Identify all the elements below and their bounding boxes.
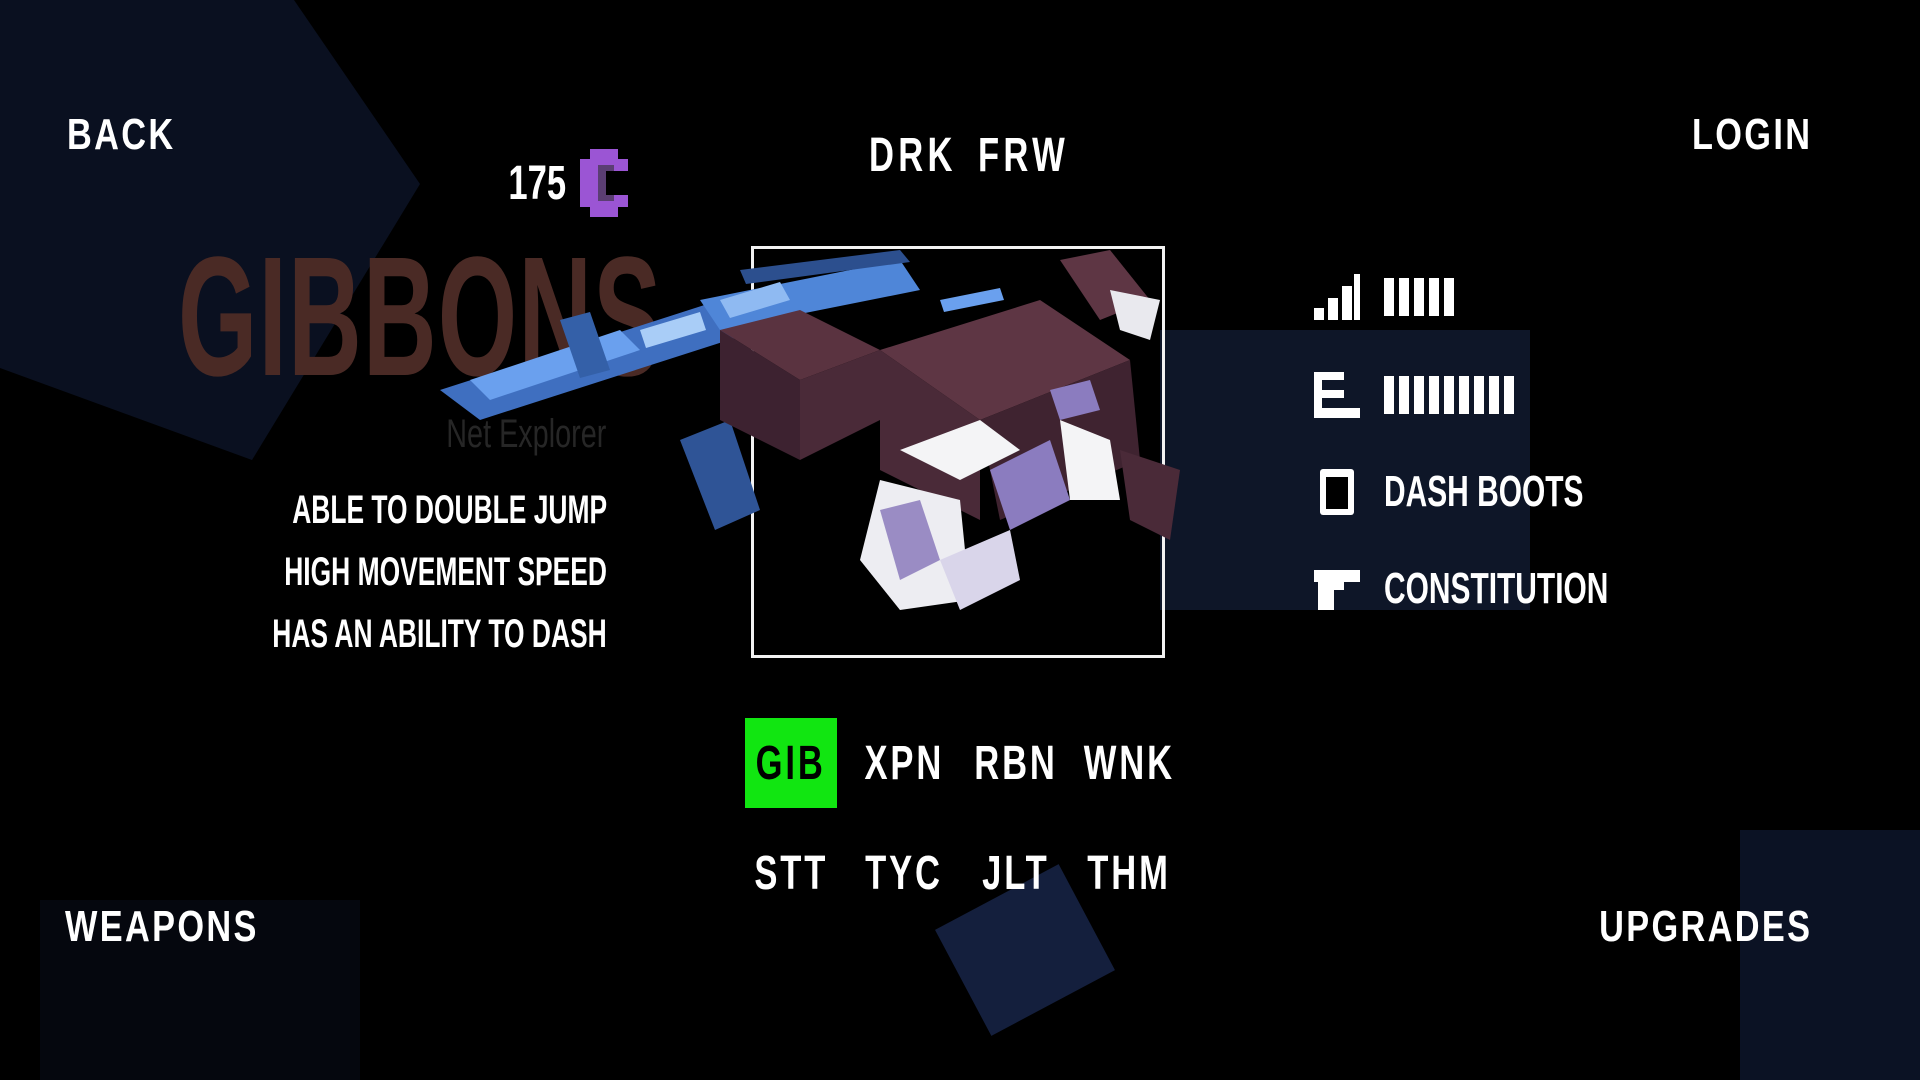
rifle-model <box>440 250 1004 530</box>
character-select-label: RBN <box>974 736 1058 790</box>
stat-level-bars <box>1384 278 1454 316</box>
character-trait: ABLE TO DOUBLE JUMP <box>292 488 607 532</box>
stat-bar-segment <box>1429 376 1439 414</box>
stat-bar-segment <box>1489 376 1499 414</box>
pistol-icon <box>1314 570 1360 610</box>
stat-capacity-row <box>1312 370 1514 420</box>
filter-tab-frw[interactable]: FRW <box>978 129 1070 182</box>
coin-icon <box>580 149 629 217</box>
character-select-tyc[interactable]: TYC <box>858 828 950 918</box>
weapons-button[interactable]: WEAPONS <box>65 902 259 951</box>
stack-icon <box>1314 372 1360 418</box>
character-select-label: GIB <box>755 736 827 790</box>
upgrades-button[interactable]: UPGRADES <box>1598 902 1812 951</box>
stat-level-row <box>1312 272 1454 322</box>
stat-bar-segment <box>1384 376 1394 414</box>
stat-bar-segment <box>1504 376 1514 414</box>
character-select-xpn[interactable]: XPN <box>858 718 950 808</box>
monkey-model <box>720 250 1180 610</box>
stat-bar-segment <box>1414 278 1424 316</box>
character-select-jlt[interactable]: JLT <box>970 828 1062 918</box>
character-trait: HIGH MOVEMENT SPEED <box>284 550 607 594</box>
stat-bar-segment <box>1459 376 1469 414</box>
filter-tab-drk[interactable]: DRK <box>869 129 957 182</box>
signal-bars-icon <box>1314 274 1360 320</box>
character-select-label: JLT <box>982 846 1050 900</box>
stat-bar-segment <box>1444 278 1454 316</box>
character-select-rbn[interactable]: RBN <box>970 718 1062 808</box>
back-button[interactable]: BACK <box>67 110 176 159</box>
character-select-thm[interactable]: THM <box>1083 828 1175 918</box>
character-trait: HAS AN ABILITY TO DASH <box>272 612 607 656</box>
character-select-label: TYC <box>865 846 943 900</box>
character-select-stt[interactable]: STT <box>745 828 837 918</box>
stat-bar-segment <box>1399 278 1409 316</box>
background-panel-bottom-left <box>40 900 360 1080</box>
character-preview-frame <box>751 246 1165 658</box>
currency-amount: 175 <box>508 156 567 210</box>
character-select-wnk[interactable]: WNK <box>1083 718 1175 808</box>
background-panel-bottom-right <box>1740 830 1920 1080</box>
stat-bar-segment <box>1429 278 1439 316</box>
stat-bar-segment <box>1384 278 1394 316</box>
weapon-label: CONSTITUTION <box>1384 564 1609 613</box>
character-subtitle: Net Explorer <box>445 412 606 456</box>
character-select-label: THM <box>1087 846 1171 900</box>
stat-capacity-bars <box>1384 376 1514 414</box>
character-select-label: XPN <box>864 736 944 790</box>
character-model-image <box>440 250 1180 610</box>
character-select-label: WNK <box>1083 736 1175 790</box>
stat-bar-segment <box>1414 376 1424 414</box>
stat-bar-segment <box>1474 376 1484 414</box>
character-select-label: STT <box>754 846 828 900</box>
stat-gear-row: DASH BOOTS <box>1312 467 1677 517</box>
currency-display: 175 <box>486 149 632 217</box>
login-button[interactable]: LOGIN <box>1691 110 1812 159</box>
stat-bar-segment <box>1444 376 1454 414</box>
stat-bar-segment <box>1399 376 1409 414</box>
stat-weapon-row: CONSTITUTION <box>1312 564 1714 614</box>
canister-icon <box>1320 469 1354 515</box>
gear-label: DASH BOOTS <box>1384 467 1584 516</box>
character-select-gib[interactable]: GIB <box>745 718 837 808</box>
